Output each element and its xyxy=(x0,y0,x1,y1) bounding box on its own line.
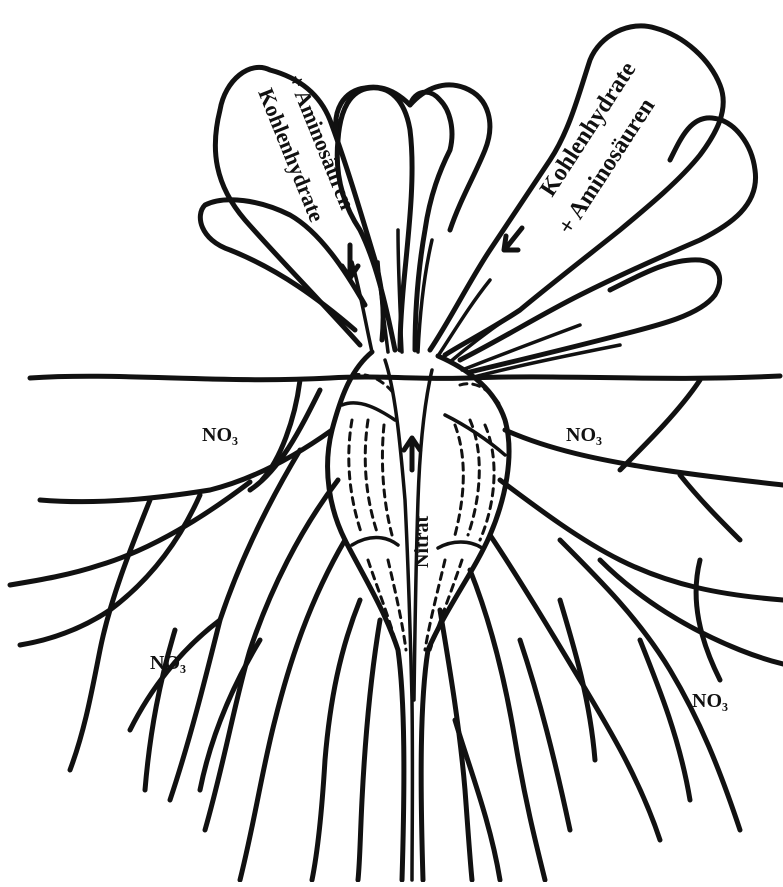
taproot-outline-left xyxy=(328,352,404,880)
leaves xyxy=(200,26,755,372)
taproot-lower-band-left xyxy=(352,538,398,546)
leaf-center-right xyxy=(410,92,452,350)
nitrate-label-upper-right: NO₃ xyxy=(566,424,602,446)
arrow-right-down xyxy=(504,228,522,250)
arrow-left-down xyxy=(342,245,358,278)
nitrate-label-lower-right: NO₃ xyxy=(692,690,728,712)
taproot-lower-band-right xyxy=(438,542,482,548)
lateral-roots xyxy=(10,380,783,880)
taproot-upper-band-left xyxy=(342,403,395,420)
stem-arrow-up xyxy=(404,438,420,470)
nitrate-label-lower-left: NO₃ xyxy=(150,652,186,674)
stem-label: Nitrat xyxy=(411,515,433,568)
nitrate-label-upper-left: NO₃ xyxy=(202,424,238,446)
soil-surface-line xyxy=(30,376,780,380)
